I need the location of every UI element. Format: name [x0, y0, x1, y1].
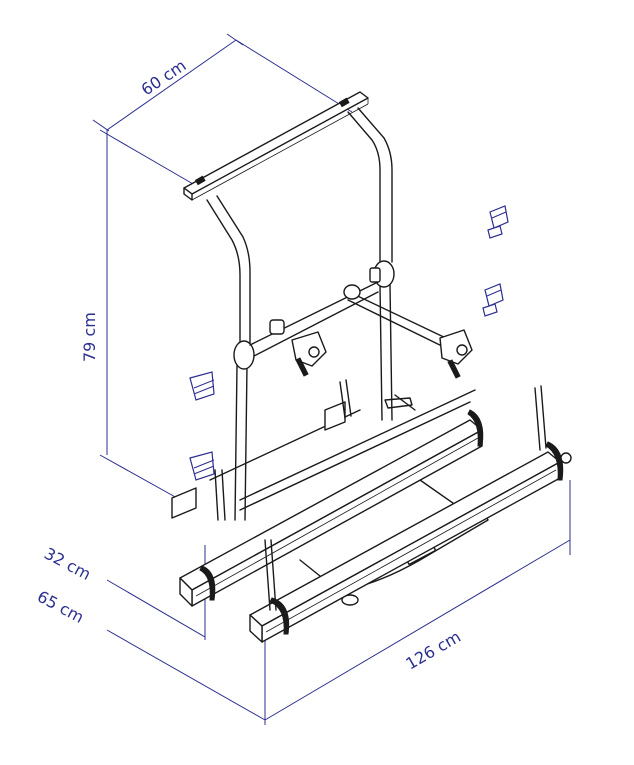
dimension-depth-near-label: 32 cm	[41, 544, 94, 584]
wheel-rail-left	[179, 379, 484, 607]
strap-icon	[189, 371, 215, 401]
dimension-depth-far-label: 65 cm	[34, 587, 87, 627]
bike-carrier-drawing	[171, 91, 572, 643]
bracket-icon	[487, 205, 509, 239]
top-mounting-rail	[183, 91, 369, 201]
strap-icon	[189, 451, 215, 481]
dimension-lines	[92, 33, 571, 725]
dimension-height-label: 79 cm	[80, 312, 99, 362]
bracket-icon	[482, 283, 504, 317]
upright-frame	[206, 107, 451, 521]
wheel-rail-right	[249, 385, 572, 643]
frame-holder-left	[291, 331, 327, 377]
frame-holder-right	[439, 329, 473, 379]
